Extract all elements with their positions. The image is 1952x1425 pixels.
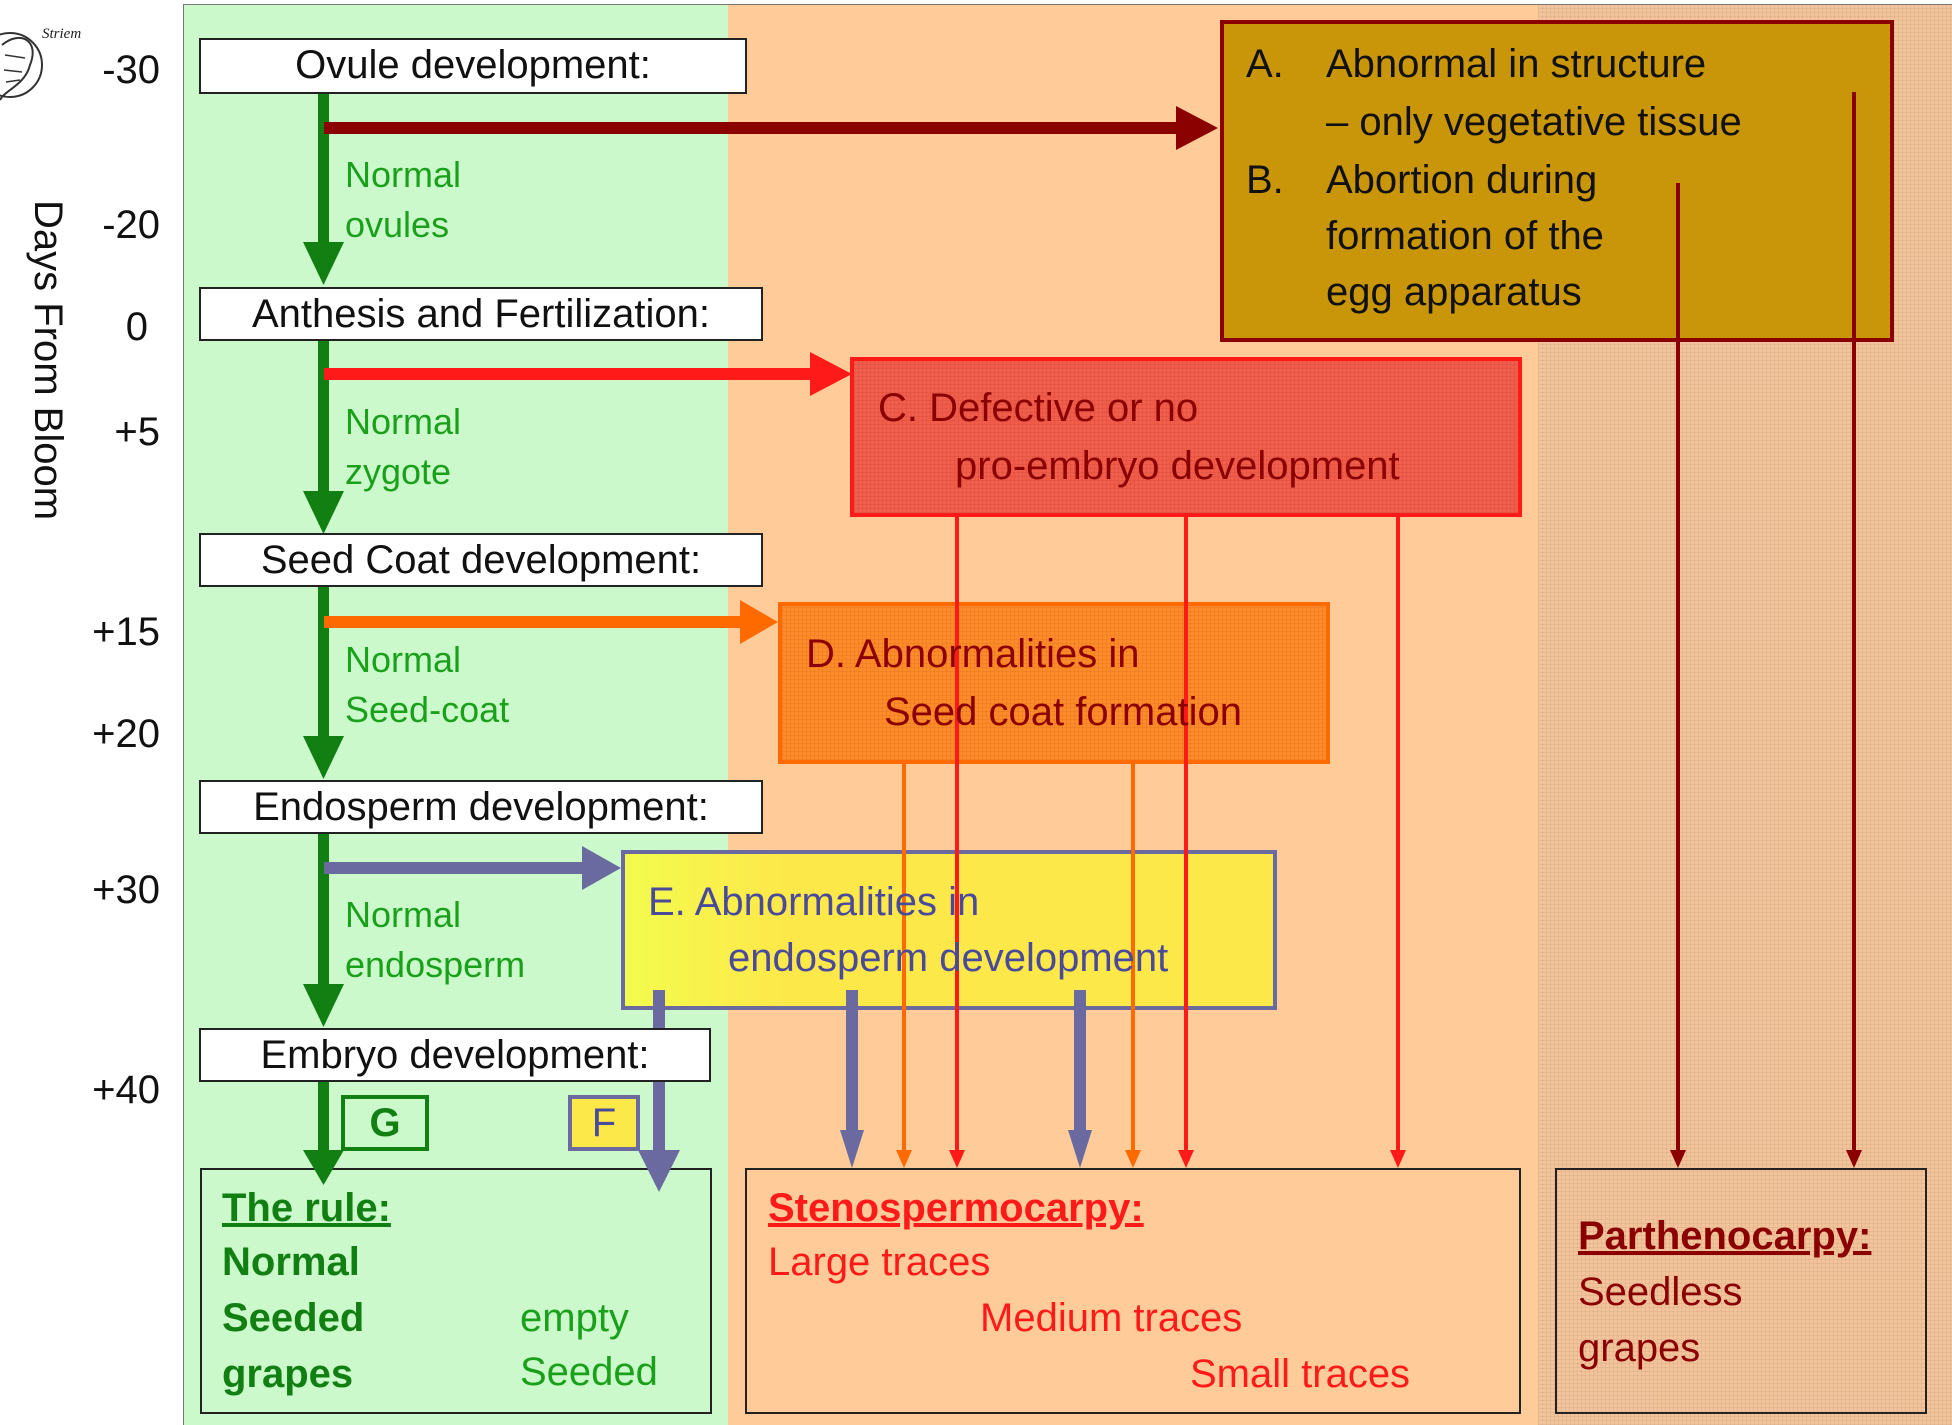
tick-0: 0: [125, 305, 148, 349]
defect-a-letter: A.: [1246, 42, 1284, 86]
c-down-arrows: [949, 517, 1406, 1168]
rule-title: The rule:: [222, 1186, 391, 1230]
steno-medium-traces: Medium traces: [980, 1296, 1243, 1340]
steno-title: Stenospermocarpy:: [768, 1186, 1144, 1230]
steno-large-traces: Large traces: [768, 1240, 991, 1284]
stage-endosperm-development: Endosperm development:: [199, 780, 763, 834]
defect-d-line1: D. Abnormalities in: [806, 632, 1140, 676]
defect-e-line1: E. Abnormalities in: [648, 880, 980, 924]
e-down-arrows: [638, 990, 1092, 1192]
defect-box-c: [850, 357, 1522, 517]
note-normal-ovules: Normal ovules: [345, 154, 462, 245]
outcome-partheno-box: [1555, 1168, 1927, 1414]
tick-plus-20: +20: [92, 712, 160, 756]
outcome-steno-box: [745, 1168, 1521, 1414]
rule-line3: grapes: [222, 1352, 354, 1396]
tag-f: F: [568, 1095, 640, 1151]
tick-plus-5: +5: [114, 410, 160, 454]
tick-plus-15: +15: [92, 610, 160, 654]
tag-g: G: [341, 1095, 429, 1151]
note-normal-endosperm: Normal endosperm: [345, 894, 526, 985]
defect-b-line2: formation of the: [1326, 214, 1604, 258]
top-border: [183, 4, 1952, 5]
defect-box-a-b: [1220, 20, 1894, 342]
stage-embryo-development: Embryo development:: [199, 1028, 711, 1082]
defect-a-line2: – only vegetative tissue: [1326, 100, 1742, 144]
tick-minus-30: -30: [102, 48, 160, 92]
rule-line1: Normal: [222, 1240, 360, 1284]
defect-b-letter: B.: [1246, 158, 1284, 202]
tick-plus-30: +30: [92, 868, 160, 912]
defect-d-line2: Seed coat formation: [884, 690, 1242, 734]
grape-logo-icon: [0, 32, 43, 101]
steno-small-traces: Small traces: [1190, 1352, 1411, 1396]
logo: Striem: [0, 10, 90, 120]
defect-a-line1: Abnormal in structure: [1326, 42, 1707, 86]
logo-text: Striem: [42, 26, 82, 42]
note-normal-seed-coat: Normal Seed-coat: [345, 639, 510, 730]
defect-c-line2: pro-embryo development: [955, 444, 1400, 488]
defect-e-line2: endosperm development: [728, 936, 1169, 980]
rule-line2: Seeded: [222, 1296, 365, 1340]
defect-box-e: [621, 850, 1277, 1010]
d-down-arrows: [896, 764, 1141, 1168]
defect-c-line1: C. Defective or no: [878, 386, 1199, 430]
main-spine-arrows: [303, 76, 344, 1185]
defect-box-d: [778, 602, 1330, 764]
branch-arrows: [324, 106, 1218, 890]
tick-minus-20: -20: [102, 203, 160, 247]
outcome-rule-box: [200, 1168, 712, 1414]
outcome-seeded: Seeded: [520, 1350, 658, 1394]
defect-b-line1: Abortion during: [1326, 158, 1598, 202]
note-normal-zygote: Normal zygote: [345, 401, 462, 492]
a-b-down-arrows: [1670, 92, 1862, 1168]
partheno-line1: Seedless: [1578, 1270, 1743, 1314]
tick-plus-40: +40: [92, 1068, 160, 1112]
partheno-title: Parthenocarpy:: [1578, 1214, 1872, 1258]
outcome-empty: empty: [520, 1296, 629, 1340]
defect-b-line3: egg apparatus: [1326, 270, 1582, 314]
stage-anthesis-fertilization: Anthesis and Fertilization:: [199, 287, 763, 341]
stage-seed-coat-development: Seed Coat development:: [199, 533, 763, 587]
stage-ovule-development: Ovule development:: [199, 38, 747, 94]
partheno-line2: grapes: [1578, 1326, 1701, 1370]
